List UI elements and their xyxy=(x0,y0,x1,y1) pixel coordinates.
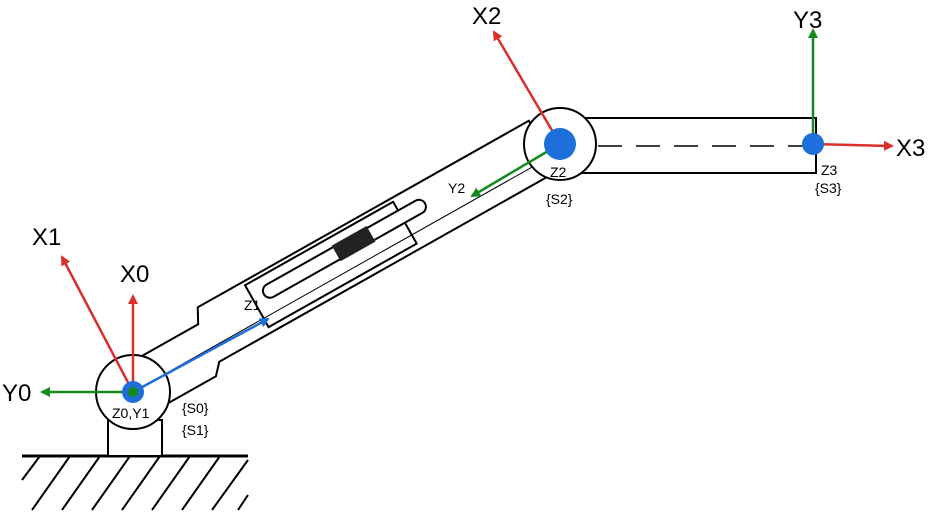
label-y0: Y0 xyxy=(2,380,31,407)
joint-2 xyxy=(544,128,576,160)
spring xyxy=(331,225,376,262)
label-z1: Z1 xyxy=(244,297,261,313)
joint-0-center xyxy=(128,387,138,397)
joint-3 xyxy=(802,133,824,155)
label-z2: Z2 xyxy=(550,164,567,180)
label-x1: X1 xyxy=(32,224,61,251)
link-1 xyxy=(118,119,559,417)
label-s0: {S0} xyxy=(182,400,209,416)
label-s1: {S1} xyxy=(182,422,209,438)
label-z3: Z3 xyxy=(821,162,838,178)
label-s3: {S3} xyxy=(815,180,842,196)
label-x2: X2 xyxy=(472,3,501,30)
label-x3: X3 xyxy=(896,135,925,162)
label-z0-y1: Z0,Y1 xyxy=(112,405,150,421)
label-s2: {S2} xyxy=(546,191,573,207)
x3-axis-arrow xyxy=(812,140,894,151)
label-x0: X0 xyxy=(120,261,149,288)
label-y3: Y3 xyxy=(793,7,822,34)
y2-axis-arrow xyxy=(470,142,561,198)
x2-axis-arrow xyxy=(492,30,562,145)
z1-axis-arrow xyxy=(132,317,270,394)
x1-axis-arrow xyxy=(60,255,135,393)
label-y2: Y2 xyxy=(448,180,465,196)
ground-base xyxy=(21,454,249,511)
